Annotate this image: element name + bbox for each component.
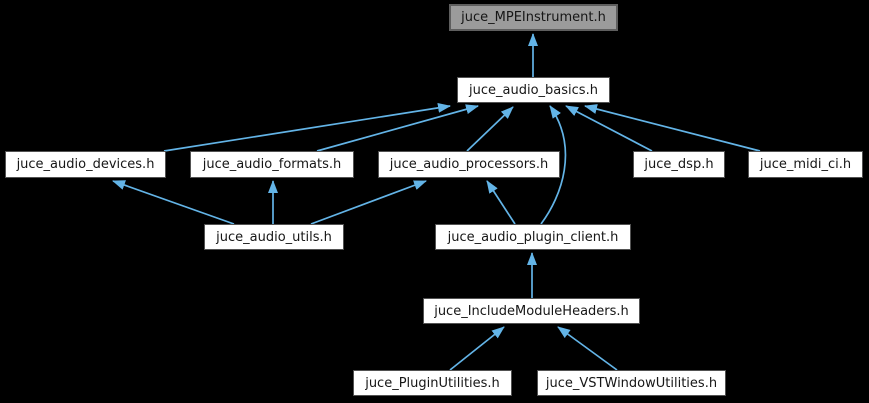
edge-plugin_client-to-basics	[540, 105, 567, 225]
edge-devices-to-basics	[163, 102, 451, 152]
node-label: juce_midi_ci.h	[759, 157, 852, 172]
edge-utils-to-processors	[310, 180, 427, 225]
node-mpe: juce_MPEInstrument.h	[449, 4, 618, 31]
node-dsp[interactable]: juce_dsp.h	[633, 151, 725, 178]
node-utils[interactable]: juce_audio_utils.h	[204, 224, 344, 250]
node-vst_window_utilities[interactable]: juce_VSTWindowUtilities.h	[537, 370, 726, 396]
edge-plugin_utilities-to-imh	[449, 326, 505, 371]
node-label: juce_PluginUtilities.h	[365, 375, 500, 391]
node-label: juce_audio_basics.h	[469, 82, 598, 98]
node-processors[interactable]: juce_audio_processors.h	[378, 151, 560, 178]
edge-formats-to-basics	[316, 104, 479, 152]
edge-dsp-to-basics	[565, 105, 653, 152]
node-basics[interactable]: juce_audio_basics.h	[457, 77, 610, 103]
node-label: juce_IncludeModuleHeaders.h	[434, 303, 629, 319]
edge-midi_ci-to-basics	[584, 104, 761, 152]
node-devices[interactable]: juce_audio_devices.h	[5, 151, 166, 178]
node-label: juce_dsp.h	[644, 157, 714, 172]
node-plugin_client[interactable]: juce_audio_plugin_client.h	[435, 224, 631, 250]
edge-utils-to-devices	[112, 180, 235, 225]
node-label: juce_audio_processors.h	[389, 157, 549, 172]
node-label: juce_audio_plugin_client.h	[447, 229, 619, 245]
edge-processors-to-basics	[466, 106, 514, 152]
node-label: juce_MPEInstrument.h	[461, 10, 606, 25]
node-plugin_utilities[interactable]: juce_PluginUtilities.h	[353, 370, 512, 396]
node-midi_ci[interactable]: juce_midi_ci.h	[748, 151, 863, 178]
edge-plugin_client-to-processors	[486, 180, 516, 225]
node-label: juce_audio_utils.h	[216, 229, 332, 245]
node-label: juce_audio_devices.h	[16, 157, 155, 172]
node-label: juce_VSTWindowUtilities.h	[545, 375, 718, 391]
edge-vst_window_utilities-to-imh	[557, 326, 618, 371]
node-imh[interactable]: juce_IncludeModuleHeaders.h	[423, 298, 640, 324]
node-formats[interactable]: juce_audio_formats.h	[190, 151, 354, 178]
node-label: juce_audio_formats.h	[202, 157, 342, 172]
